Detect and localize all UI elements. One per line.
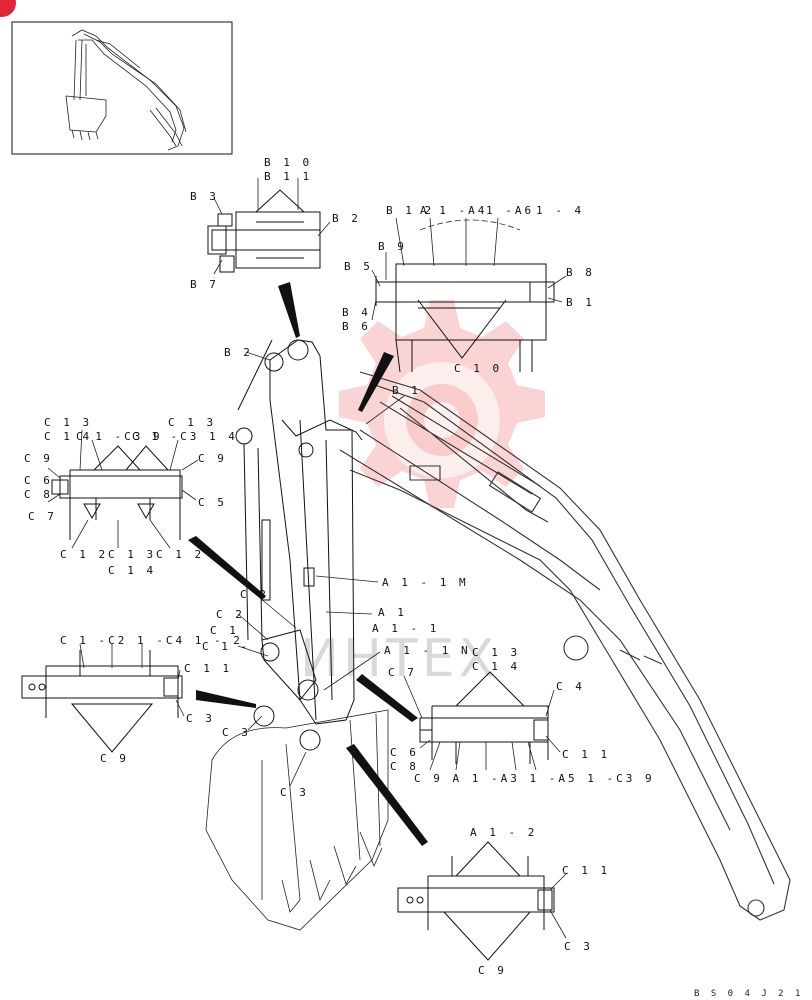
drawing-code: B S 0 4 J 2 1 3 <box>694 989 812 999</box>
label-c9-bottom-left: C 9 <box>100 752 129 765</box>
label-c7-right: C 7 <box>388 666 417 679</box>
label-c3-bottom: C 3 <box>564 940 593 953</box>
label-a1-1: A 1 - 1 <box>372 622 439 635</box>
label-c13-left: C 1 3 <box>44 416 92 429</box>
label-b2-mid: B 2 <box>224 346 253 359</box>
label-b1-mid: B 1 <box>392 384 421 397</box>
detail-pin-c-right <box>419 671 549 764</box>
overview-inset <box>11 21 233 155</box>
label-c13-right: C 1 3 <box>168 416 216 429</box>
corner-badge <box>0 0 16 17</box>
label-a1-2: A 1 - 2 <box>470 826 537 839</box>
label-c11-left: C 1 1 <box>184 662 232 675</box>
label-a1-1n: A 1 - 1 N <box>384 644 471 657</box>
label-a1-a6: 1 -A6 <box>486 204 534 217</box>
detail-pin-c-bottom-left <box>21 650 183 753</box>
label-a1: A 1 <box>378 606 407 619</box>
label-c12-a: C 1 2 <box>60 548 108 561</box>
detail-pin-b2 <box>207 189 321 273</box>
label-c9-a1-chain: C 9 A 1 -A3 1 -A5 1 -C3 9 <box>414 772 655 785</box>
label-b10: B 1 0 <box>264 156 312 169</box>
leader-wedges <box>188 282 428 846</box>
watermark-text: ИНТЕХ <box>300 629 498 689</box>
label-c14-b: C 1 4 <box>108 564 156 577</box>
label-b9: B 9 <box>378 240 407 253</box>
label-c11-right: C 1 1 <box>562 748 610 761</box>
label-c4-right: C 4 <box>556 680 585 693</box>
label-c5: C 5 <box>198 496 227 509</box>
label-b4: B 4 <box>342 306 371 319</box>
label-b6: B 6 <box>342 320 371 333</box>
label-c13-b: C 1 3 <box>108 548 156 561</box>
callout-labels: B 1 0 B 1 1 B 3 B 2 B 7 B 1 2 A 1 -A4 1 … <box>24 156 655 977</box>
label-c3-left: C 3 <box>186 712 215 725</box>
detail-pin-c-bottom-right <box>397 841 555 961</box>
bucket-illustration <box>205 709 389 931</box>
label-c1-a: C 1 <box>210 624 239 637</box>
label-b7: B 7 <box>190 278 219 291</box>
label-c9-bottom: C 9 <box>478 964 507 977</box>
label-c3-mid-2: C 3 <box>280 786 309 799</box>
label-c13-rr: C 1 3 <box>472 646 520 659</box>
label-1-4: 1 - 4 <box>536 204 584 217</box>
label-a1-a4: A 1 -A4 <box>420 204 487 217</box>
label-c11-bottom: C 1 1 <box>562 864 610 877</box>
label-a1-1m: A 1 - 1 M <box>382 576 469 589</box>
label-c12-b: C 1 2 <box>156 548 204 561</box>
label-c8-left: C 8 <box>24 488 53 501</box>
label-b3: B 3 <box>190 190 219 203</box>
arm-illustration <box>235 339 363 751</box>
detail-pin-b1 <box>375 219 555 373</box>
boom-illustration <box>339 371 791 921</box>
label-c1-c3-14: C 1 -C3 1 4 <box>132 430 238 443</box>
label-b11: B 1 1 <box>264 170 312 183</box>
label-c9-left-2: C 9 <box>198 452 227 465</box>
label-c1-c3-9: C 1 -C3 9 <box>76 430 163 443</box>
label-b2-top: B 2 <box>332 212 361 225</box>
label-c14-rr: C 1 4 <box>472 660 520 673</box>
label-c6-right: C 6 <box>390 746 419 759</box>
label-c1-b: C 1 - <box>202 640 250 653</box>
label-b1-right: B 1 <box>566 296 595 309</box>
label-c6-left: C 6 <box>24 474 53 487</box>
label-c1-c2-c4: C 1 -C2 1 -C4 1 - 2 <box>60 634 243 647</box>
label-c14-left: C 1 4 <box>44 430 92 443</box>
label-b8: B 8 <box>566 266 595 279</box>
label-c8-right: C 8 <box>390 760 419 773</box>
watermark-gear-icon <box>339 300 545 508</box>
detail-pin-c-left <box>51 445 183 540</box>
label-c10: C 1 0 <box>454 362 502 375</box>
label-b5: B 5 <box>344 260 373 273</box>
label-c9-left-1: C 9 <box>24 452 53 465</box>
leader-lines <box>47 178 567 939</box>
label-c3-mid-1: C 3 <box>222 726 251 739</box>
label-c2-a: C 2 <box>240 588 269 601</box>
label-c2-b: C 2 <box>216 608 245 621</box>
label-c7-left: C 7 <box>28 510 57 523</box>
label-b12: B 1 2 <box>386 204 434 217</box>
